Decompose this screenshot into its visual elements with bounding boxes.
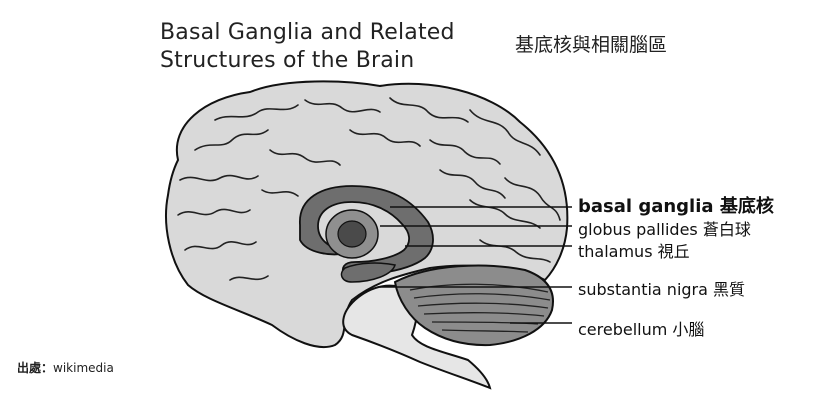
diagram-title-line-1: Basal Ganglia and Related bbox=[160, 20, 455, 45]
label-thalamus-zh: 視丘 bbox=[657, 242, 690, 261]
diagram-title-line-2: Structures of the Brain bbox=[160, 48, 415, 73]
label-globus-pallides-zh: 蒼白球 bbox=[702, 220, 751, 239]
label-basal-ganglia-en: basal ganglia bbox=[578, 196, 714, 217]
basal-ganglia-tail bbox=[340, 262, 396, 283]
label-cerebellum: cerebellum 小腦 bbox=[578, 316, 704, 340]
diagram-title-zh: 基底核與相關腦區 bbox=[515, 34, 668, 56]
label-globus-pallides: globus pallides 蒼白球 bbox=[578, 216, 751, 240]
label-substantia-nigra-zh: 黑質 bbox=[713, 280, 746, 299]
label-thalamus-en: thalamus bbox=[578, 242, 653, 261]
cerebellum bbox=[393, 264, 554, 347]
thalamus bbox=[337, 220, 367, 248]
cortex-gyri bbox=[177, 97, 561, 281]
label-basal-ganglia-zh: 基底核 bbox=[719, 196, 774, 217]
label-basal-ganglia: basal ganglia 基底核 bbox=[578, 192, 774, 218]
source-prefix: 出處： bbox=[17, 361, 54, 375]
source-text: wikimedia bbox=[53, 361, 114, 375]
label-cerebellum-zh: 小腦 bbox=[672, 320, 705, 339]
label-substantia-nigra: substantia nigra 黑質 bbox=[578, 276, 745, 300]
leader-lines bbox=[380, 206, 572, 324]
label-globus-pallides-en: globus pallides bbox=[578, 220, 698, 239]
basal-ganglia bbox=[299, 185, 434, 277]
label-substantia-nigra-en: substantia nigra bbox=[578, 280, 708, 299]
label-thalamus: thalamus 視丘 bbox=[578, 238, 690, 262]
label-cerebellum-en: cerebellum bbox=[578, 320, 668, 339]
source-credit: 出處：wikimedia bbox=[17, 359, 114, 376]
